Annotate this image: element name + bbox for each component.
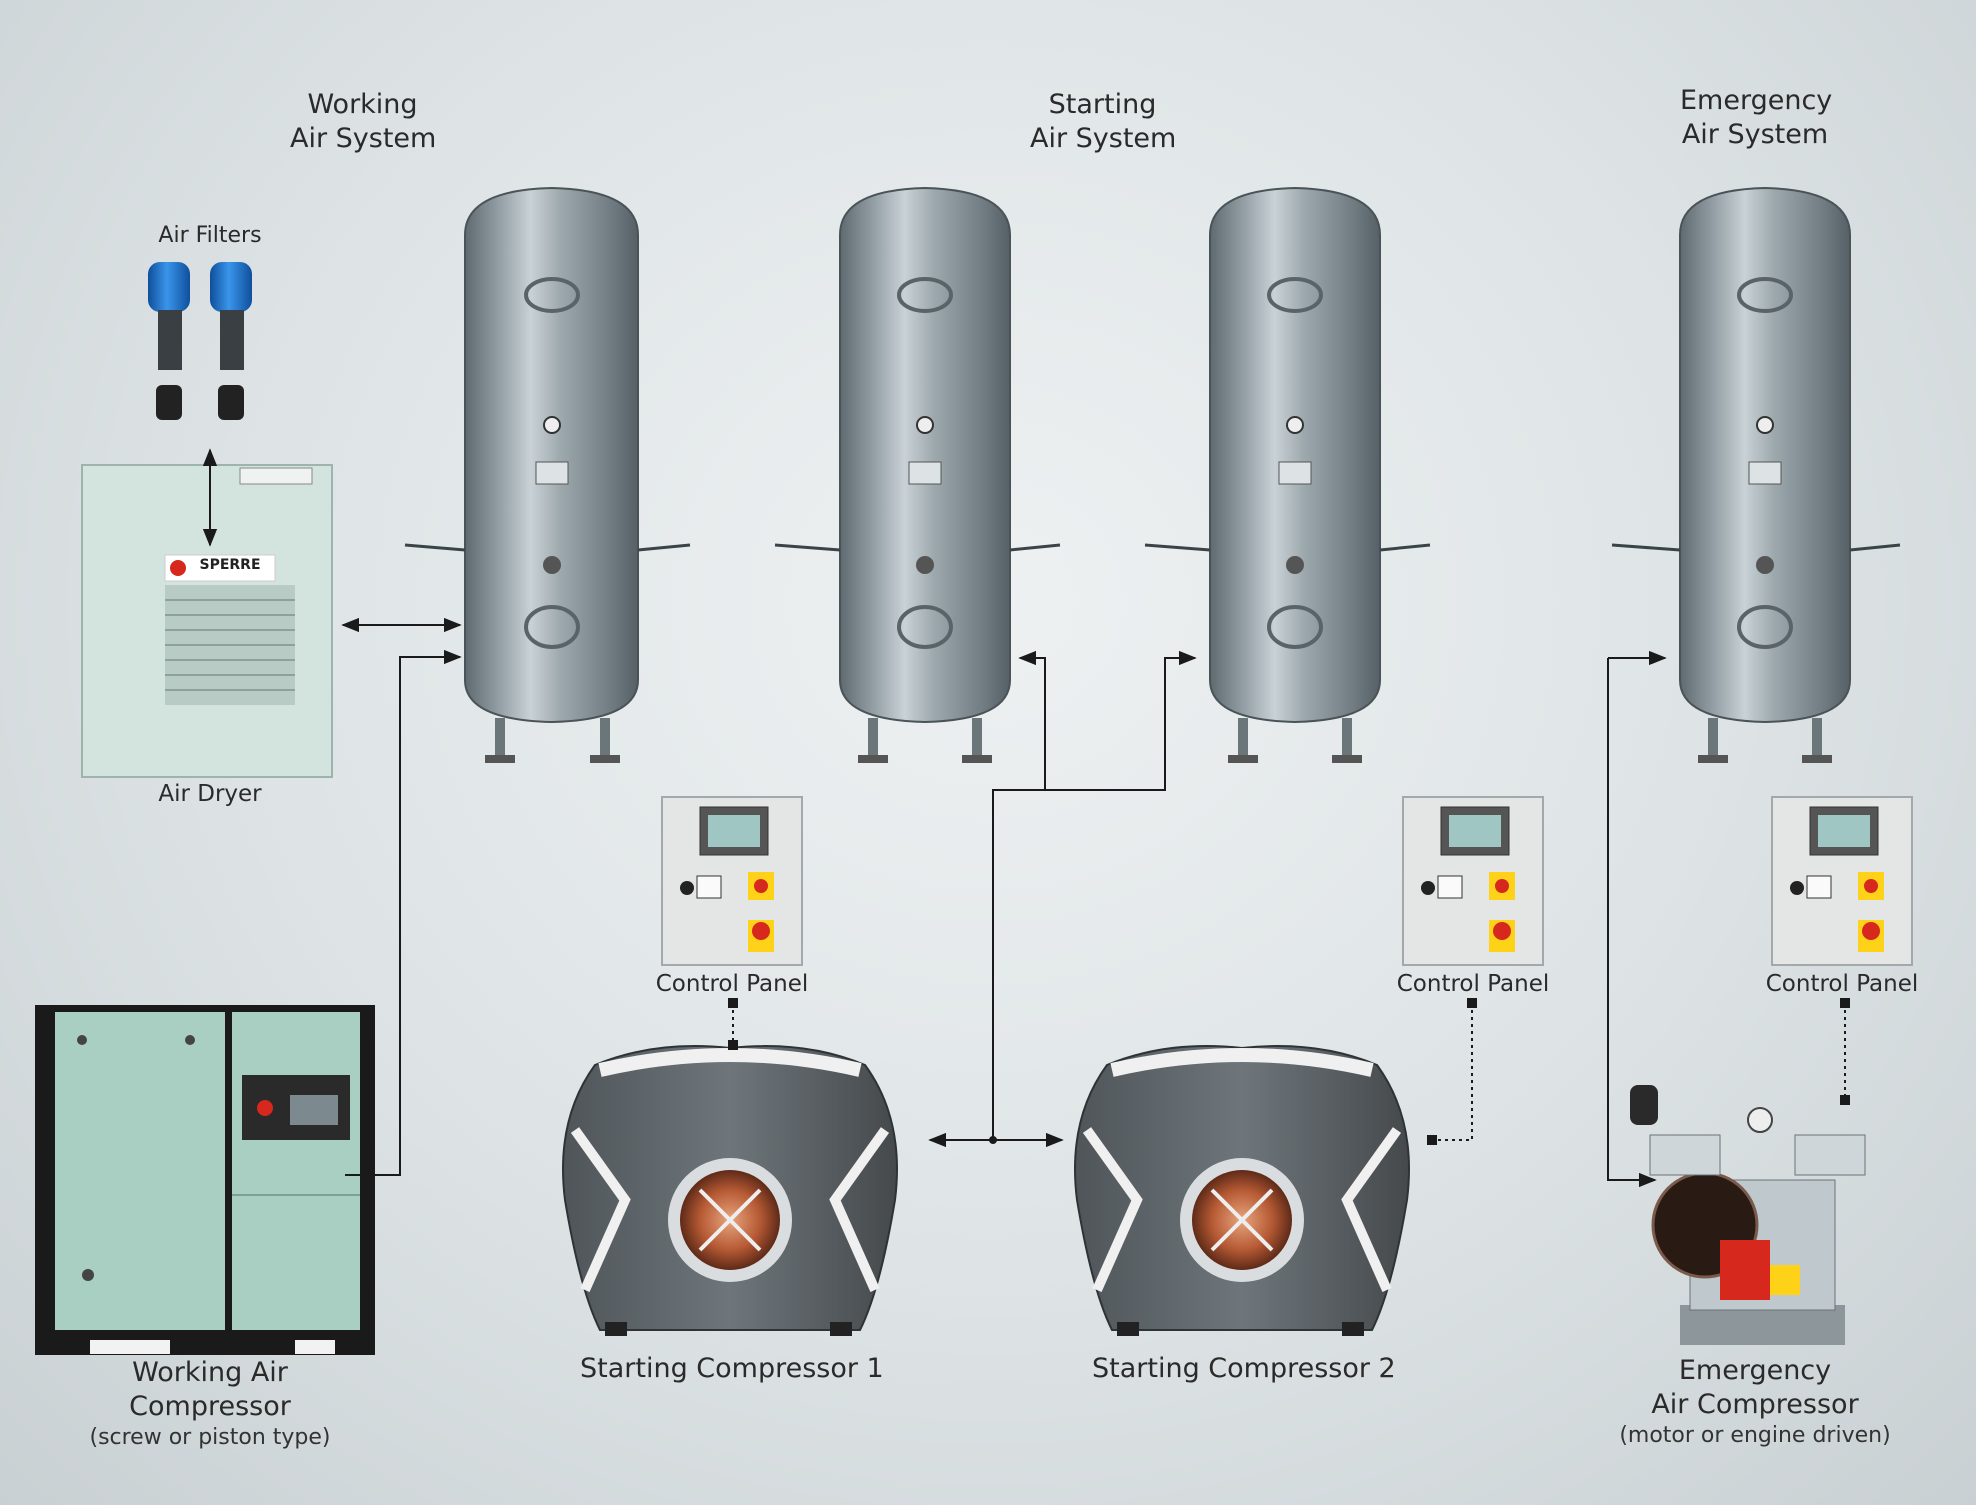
- tank-starting-1: [774, 186, 1061, 763]
- control-panel-3-box: [1771, 796, 1913, 966]
- control-panel-1-box: [661, 796, 803, 966]
- working-air-compressor: [35, 1005, 375, 1355]
- sperre-logo-icon: [170, 560, 186, 576]
- starting-compressor-2: [1074, 1045, 1410, 1336]
- control-panel-2-label: Control Panel: [1396, 971, 1550, 997]
- air-filters-label: Air Filters: [158, 223, 262, 248]
- control-panel-2-box: [1402, 796, 1544, 966]
- starting-system-line2: Air System: [1030, 122, 1177, 154]
- control-panel-1-label: Control Panel: [655, 971, 809, 997]
- starting-air-system-label: Starting Air System: [1030, 88, 1177, 156]
- emergency-air-compressor-label: Emergency Air Compressor (motor or engin…: [1590, 1354, 1920, 1449]
- starting-compressor-1: [562, 1045, 898, 1336]
- sperre-brand-label: SPERRE: [199, 557, 261, 573]
- starting-compressor-2-label: Starting Compressor 2: [1092, 1353, 1396, 1384]
- working-compressor-line1: Working Air: [132, 1357, 288, 1388]
- tank-starting-2: [1144, 186, 1431, 763]
- air-dryer: [81, 464, 333, 778]
- tank-working: [404, 186, 691, 763]
- emergency-system-line1: Emergency: [1680, 85, 1833, 116]
- working-air-system-label: Working Air System: [290, 88, 437, 156]
- emergency-compressor-line1: Emergency: [1678, 1355, 1832, 1386]
- emergency-air-system-label: Emergency Air System: [1680, 84, 1833, 152]
- working-compressor-note: (screw or piston type): [89, 1424, 331, 1450]
- starting-compressor-1-label: Starting Compressor 1: [580, 1353, 884, 1384]
- working-air-compressor-label: Working Air Compressor (screw or piston …: [60, 1356, 360, 1451]
- control-panel-3-label: Control Panel: [1765, 971, 1919, 997]
- emergency-compressor-line2: Air Compressor: [1651, 1388, 1859, 1420]
- control-links: [732, 1003, 1846, 1141]
- working-compressor-line2: Compressor: [129, 1390, 291, 1422]
- emergency-system-line2: Air System: [1681, 118, 1829, 150]
- control-link-terminals: [728, 998, 1850, 1145]
- emergency-compressor-note: (motor or engine driven): [1619, 1422, 1891, 1448]
- connection-lines: [202, 448, 1667, 1188]
- working-system-line2: Air System: [290, 122, 437, 154]
- working-system-line1: Working: [307, 89, 418, 120]
- emergency-air-compressor: [1630, 1085, 1866, 1345]
- starting-system-line1: Starting: [1048, 89, 1157, 120]
- tank-emergency: [1611, 186, 1901, 763]
- air-dryer-label: Air Dryer: [158, 781, 262, 807]
- air-filters: [148, 262, 252, 420]
